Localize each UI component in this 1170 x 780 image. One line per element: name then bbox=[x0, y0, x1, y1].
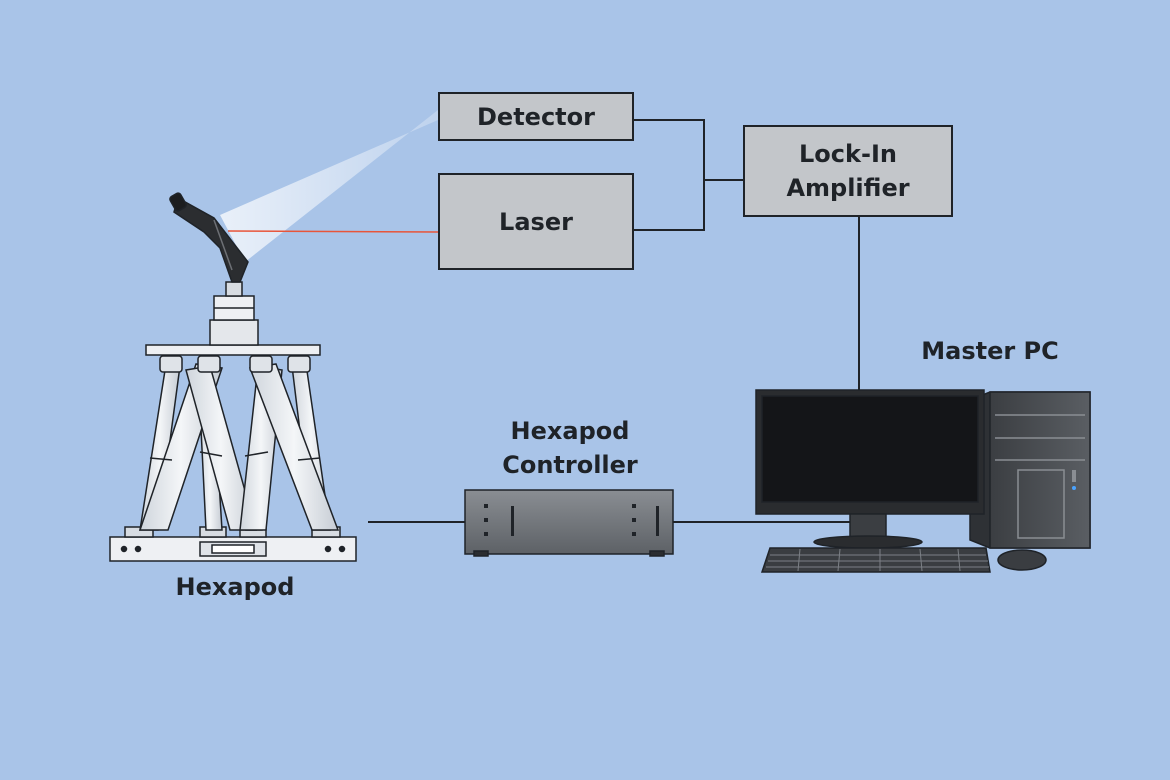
controller-unit-icon bbox=[464, 489, 674, 557]
laser-to-junction-line bbox=[634, 180, 705, 231]
hexapod-label: Hexapod bbox=[175, 573, 295, 601]
lock-in-amplifier-box: Lock-In Amplifier bbox=[743, 125, 953, 217]
hexapod-controller-label: Hexapod Controller bbox=[460, 414, 680, 482]
laser-box: Laser bbox=[438, 173, 634, 270]
laser-label: Laser bbox=[499, 207, 573, 236]
controller-label-line2: Controller bbox=[502, 451, 638, 479]
detector-to-junction-line bbox=[634, 119, 705, 180]
detector-box: Detector bbox=[438, 92, 634, 141]
probe-head-icon bbox=[169, 192, 249, 283]
lock-in-label-line1: Lock-In bbox=[799, 140, 897, 168]
monitor-icon bbox=[755, 389, 985, 549]
detector-label: Detector bbox=[477, 102, 595, 131]
detector-light-cone bbox=[220, 110, 438, 262]
pc-tower-icon bbox=[969, 391, 1091, 549]
master-pc-label: Master PC bbox=[921, 337, 1059, 365]
connections bbox=[368, 119, 860, 523]
laser-beam bbox=[227, 230, 439, 233]
lock-in-label-line2: Amplifier bbox=[786, 174, 910, 202]
hexapod-stage-icon bbox=[109, 281, 357, 562]
mouse-icon bbox=[997, 549, 1047, 571]
keyboard-icon bbox=[760, 547, 991, 573]
controller-label-line1: Hexapod bbox=[510, 417, 630, 445]
